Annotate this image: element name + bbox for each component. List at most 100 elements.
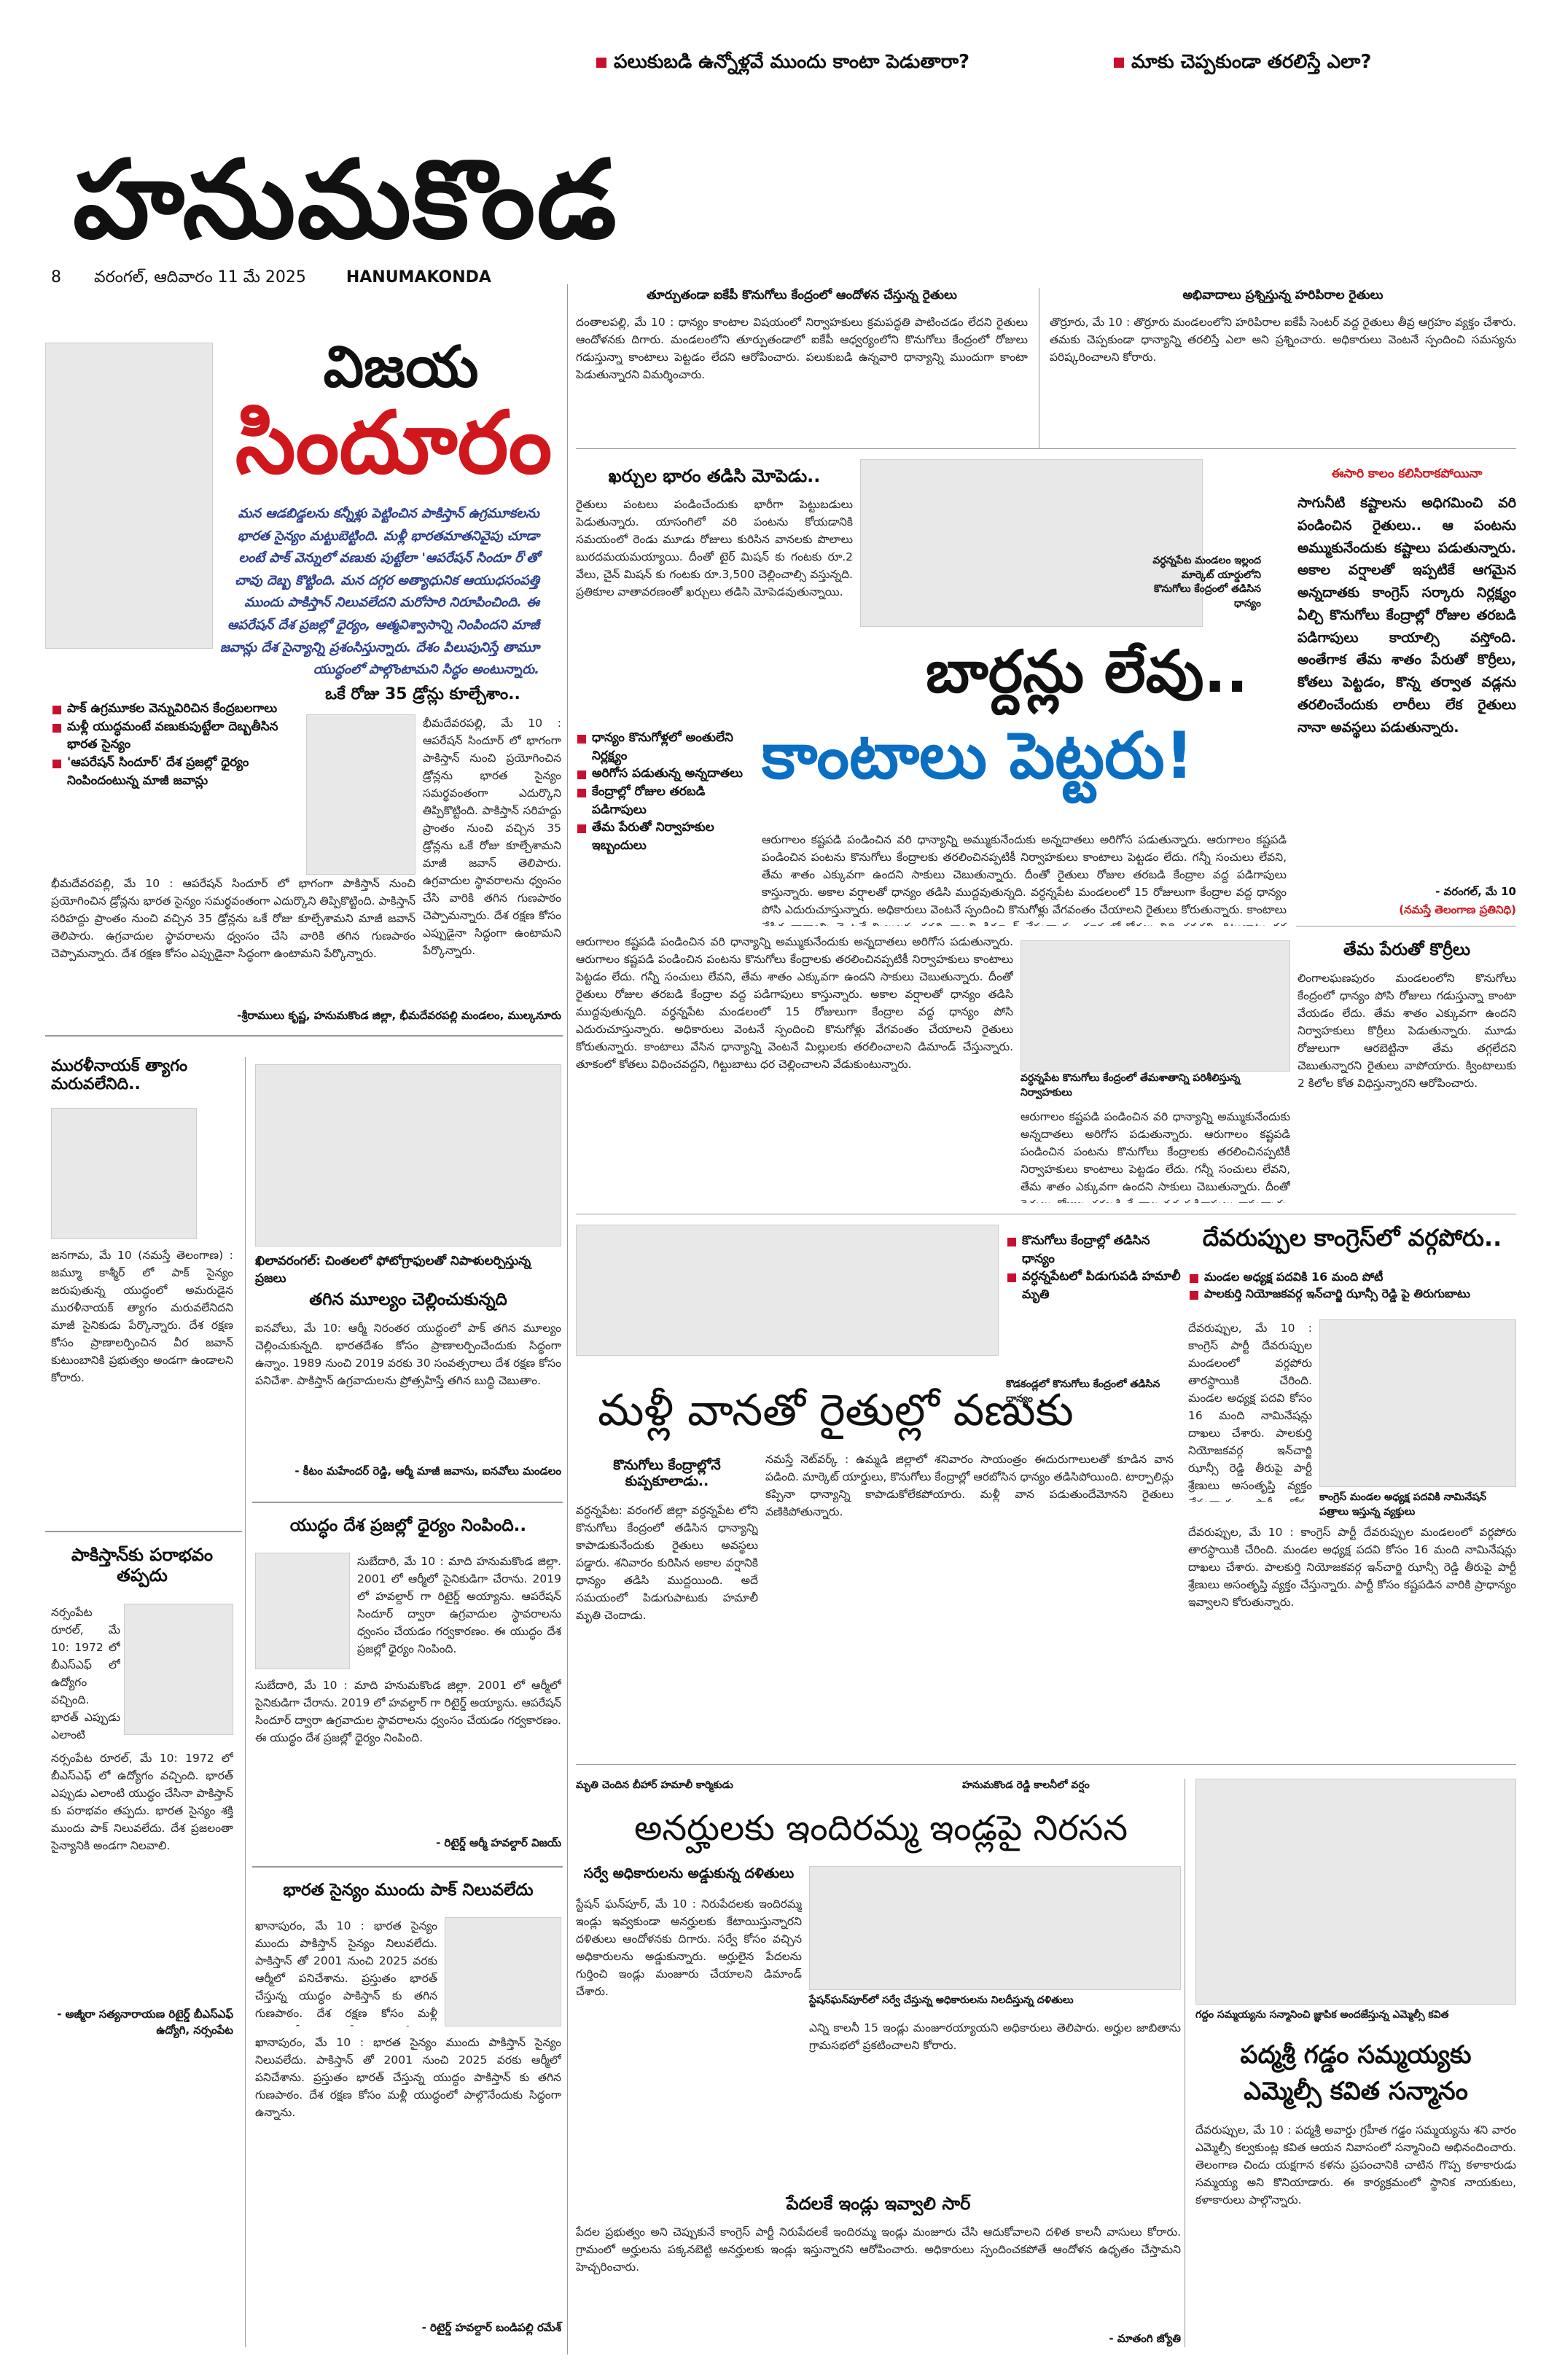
konugolu-bullet: కొనుగోలు కేంద్రాల్లో తడిసిన ధాన్యం xyxy=(1006,1232,1181,1268)
abhi-kicker: అభివాదాలు ప్రశ్నిస్తున్న హరిపిరాల రైతులు xyxy=(1182,288,1384,303)
teema-headline: తేమ పేరుతో కొర్రీలు xyxy=(1343,940,1471,959)
devarup-bullets: మండల అధ్యక్ష పదవికి 16 మంది పోటీ పాలకుర్… xyxy=(1188,1268,1516,1302)
bardan-headline-1: బార్దన్లు లేవు.. xyxy=(926,638,1249,706)
devarup-bullet: పాలకుర్తి నియోజకవర్గ ఇన్‌చార్జి ఝాన్సీ ర… xyxy=(1188,1285,1516,1302)
masthead-title: హనుమకొండ xyxy=(73,137,618,262)
date: వరంగల్, ఆదివారం 11 మే 2025 xyxy=(94,268,306,286)
malli-body-2: నమస్తే నెట్‌వర్క్ : ఉమ్మడి జిల్లాలో శనివ… xyxy=(765,1453,1174,1519)
bardan-bullet: అరిగోస పడుతున్న అన్నదాతలు xyxy=(576,765,751,783)
bharata-credit: - రిటైర్డ్ హవల్దార్ బండిపల్లి రమేశ్ xyxy=(421,2321,561,2334)
bardan-body: ఆరుగాలం కష్టపడి పండించిన వరి ధాన్యాన్ని … xyxy=(576,935,1013,1072)
bardan-bullets: ధాన్యం కొనుగోళ్లలో అంతులేని నిర్లక్ష్యం … xyxy=(576,729,751,854)
tagina-body: ఐనవోలు, మే 10: ఆర్మీ నిరంతర యుద్ధంలో పాక… xyxy=(255,1322,561,1388)
pakistan-credit: - అజ్మీరా సత్యనారాయణ రిటైర్డ్ బీఎస్ఎఫ్ ఉ… xyxy=(57,2008,233,2037)
bharata-headline: భారత సైన్యం ముందు పాక్ నిలువలేదు xyxy=(283,1881,534,1900)
tagina-credit: - కీటం మహేందర్ రెడ్డి, ఆర్మీ మాజీ జవాను,… xyxy=(294,1464,561,1478)
anarhulu-credit: - మాతంగి జ్యోతి xyxy=(1109,2332,1181,2345)
vijaya-title-1: విజయ xyxy=(323,335,479,400)
jawan-photo-2 xyxy=(51,1108,197,1239)
anarhulu-kicker-1: మృతి చెందిన బీహార్ హమాలీ కార్మికుడు xyxy=(576,1779,733,1791)
red-col-kicker: ఈసారి కాలం కలిసిరాకపోయినా xyxy=(1331,467,1483,481)
murali-headline: మురళీనాయక్ త్యాగం మరువలేనిది.. xyxy=(51,1057,188,1094)
anarhulu-body-3: పేదల ప్రభుత్వం అని చెప్పుకునే కాంగ్రెస్ … xyxy=(576,2225,1181,2274)
bardan-body-top: ఆరుగాలం కష్టపడి పండించిన వరి ధాన్యాన్ని … xyxy=(762,833,1287,926)
anarhulu-kicker-2: హనుమకొండ రెడ్డి కాలనీలో వర్షం xyxy=(962,1779,1090,1791)
drones-headline: ఒకే రోజు 35 డ్రోన్లు కూల్చేశాం.. xyxy=(325,685,520,703)
tribute-photo xyxy=(255,1064,561,1246)
bullet-square-icon xyxy=(596,57,606,68)
bardan-bullet: ధాన్యం కొనుగోళ్లలో అంతులేని నిర్లక్ష్యం xyxy=(576,729,751,765)
anarhulu-body: స్టేషన్ ఘన్‌పూర్, మే 10 : నిరుపేదలకు ఇంద… xyxy=(576,1897,802,1999)
yuddham-body: సుబేదారి, మే 10 : మాది హనుమకొండ జిల్లా. … xyxy=(255,1679,561,1745)
jawan-photo-4 xyxy=(255,1553,350,1669)
soldier-photo xyxy=(45,343,213,649)
murali-body: జనగామ, మే 10 (నమస్తే తెలంగాణ) : జమ్మూ కా… xyxy=(51,1249,233,1385)
malli-headline: మళ్లీ వానతో రైతుల్లో వణుకు xyxy=(598,1385,1074,1436)
red-col-body: సాగునీటి కష్టాలను అధిగమించి వరి పండించిన… xyxy=(1298,495,1516,736)
yuddham-headline: యుద్ధం దేశ ప్రజల్లో ధైర్యం నింపింది.. xyxy=(289,1516,527,1535)
drones-body-2: భీమదేవరపల్లి, మే 10 : ఆపరేషన్ సిందూర్ లో… xyxy=(51,877,415,961)
konugolu-bullet: వర్ధన్నపేటలో పిడుగుపడి హమాలీ మృతి xyxy=(1006,1268,1181,1303)
tagina-kicker: ఖిలావరంగల్: చింతలలో ఫోటోగ్రాఫులతో నిపాళు… xyxy=(255,1254,531,1286)
anarhulu-sub-2: పేదలకే ఇండ్లు ఇవ్వాలి సార్ xyxy=(786,2193,971,2214)
bardan-photo-caption: వర్ధన్నపేట మండలం ఇల్లంద మార్కెట్ యార్డుల… xyxy=(1152,555,1261,609)
drones-bullet: పాక్ ఉగ్రమూకల వెన్నువిరిచిన కేంద్రబలగాలు xyxy=(51,700,299,718)
edition: HANUMAKONDA xyxy=(346,268,491,286)
tur-body: దంతాలపల్లి, మే 10 : ధాన్యం కాంటాల విషయంల… xyxy=(576,316,1028,382)
malli-sub: కొనుగోలు కేంద్రాల్లోనే కుప్పకూలాడు.. xyxy=(613,1457,721,1489)
bardan-bullet: కేంద్రాల్లో రోజుల తరబడి పడిగాపులు xyxy=(576,783,751,819)
red-col-credit: - వరంగల్, మే 10 xyxy=(1435,885,1516,898)
drones-body: భీమదేవరపల్లి, మే 10 : ఆపరేషన్ సిందూర్ లో… xyxy=(423,717,561,958)
wet-grain-photo xyxy=(576,1225,999,1356)
teema-body: లింగాలఘణపురం మండలంలోని కొనుగోలు కేంద్రంల… xyxy=(1298,972,1516,1090)
dateline: 8 వరంగల్, ఆదివారం 11 మే 2025 HANUMAKONDA xyxy=(51,268,491,290)
devarup-bullet: మండల అధ్యక్ష పదవికి 16 మంది పోటీ xyxy=(1188,1268,1516,1285)
drones-bullet: 'ఆపరేషన్ సిందూర్' దేశ ప్రజల్లో ధైర్యం ని… xyxy=(51,754,299,789)
market-yard-photo xyxy=(860,459,1203,627)
jawan-photo-1 xyxy=(306,714,415,875)
padmasri-body: దేవరుప్పుల, మే 10 : పద్మశ్రీ అవార్డు గ్ర… xyxy=(1195,2123,1516,2207)
jawan-photo-3 xyxy=(124,1604,233,1735)
tagina-headline: తగిన మూల్యం చెల్లించుకున్నది xyxy=(309,1290,507,1309)
anarhulu-sub: సర్వే అధికారులను అడ్డుకున్న దళితులు xyxy=(583,1865,795,1881)
bullet-square-icon xyxy=(1114,57,1124,68)
moisture-check-photo xyxy=(1021,940,1290,1072)
padmasri-headline-2: ఎమ్మెల్సీ కవిత సన్మానం xyxy=(1244,2077,1468,2106)
devarup-body: దేవరుప్పుల, మే 10 : కాంగ్రెస్ పార్టీ దేవ… xyxy=(1188,1526,1516,1610)
kharchu-body: రైతులు పంటలు పండించేందుకు భారీగా పెట్టుబ… xyxy=(576,498,853,599)
devarup-photo-caption: కాంగ్రెస్ మండల అధ్యక్ష పదవికి నామినేషన్ … xyxy=(1319,1491,1487,1518)
devarup-headline: దేవరుప్పుల కాంగ్రెస్‌లో వర్గపోరు.. xyxy=(1202,1224,1502,1252)
padmasri-kicker: గద్దం సమ్మయ్యను సన్మానించి జ్ఞాపిక అందజే… xyxy=(1195,2009,1449,2021)
teaser-1: పలుకుబడి ఉన్నోళ్లవే ముందు కాంటా పెడుతారా… xyxy=(596,51,969,77)
yuddham-body-top: సుబేదారి, మే 10 : మాది హనుమకొండ జిల్లా. … xyxy=(357,1555,561,1656)
teaser-2: మాకు చెప్పకుండా తరలిస్తే ఎలా? xyxy=(1114,51,1371,77)
yuddham-credit: - రిటైర్డ్ ఆర్మీ హవల్దార్ విజయ్ xyxy=(436,1836,561,1849)
page-number: 8 xyxy=(51,268,61,286)
bharata-body-top: ఖానాపురం, మే 10 : భారత సైన్యం ముందు పాకి… xyxy=(255,1919,437,2026)
malli-body-1: వర్ధన్నపేట: వరంగల్ జిల్లా వర్ధన్నపేట లోన… xyxy=(576,1504,758,1623)
nomination-photo xyxy=(1319,1319,1516,1487)
pakistan-body-narrow: నర్సంపేట రూరల్, మే 10: 1972 లో బీఎస్ఎఫ్ … xyxy=(51,1606,120,1742)
kharchu-headline: ఖర్చుల భారం తడిసి మోపెడు.. xyxy=(608,466,821,486)
felicitation-photo xyxy=(1195,1779,1516,2005)
drones-bullet: మళ్లీ యుద్ధమంటే వణుకుపుట్టేలా దెబ్బతీసిన… xyxy=(51,718,299,754)
vijaya-intro: మన ఆడబిడ్డలను కన్నీళ్లు పెట్టించిన పాకిస… xyxy=(219,506,539,678)
red-col-credit-2: (నమస్తే తెలంగాణ ప్రతినిధి) xyxy=(1399,903,1516,916)
konugolu-caption: కొడకండ్లలో కొనుగోలు కేంద్రంలో తడిసిన ధాన… xyxy=(1006,1378,1160,1405)
padmasri-headline-1: పద్మశ్రీ గడ్డం సమ్మయ్యకు xyxy=(1240,2040,1472,2069)
pakistan-body: నర్సంపేట రూరల్, మే 10: 1972 లో బీఎస్ఎఫ్ … xyxy=(51,1752,233,1853)
konugolu-bullets: కొనుగోలు కేంద్రాల్లో తడిసిన ధాన్యం వర్ధన… xyxy=(1006,1232,1181,1304)
drones-credit: -శ్రీరాములు కృష్ణ, హనుమకొండ జిల్లా, భీమద… xyxy=(237,1009,561,1022)
anarhulu-photo-caption: స్టేషన్‌ఘన్‌పూర్‌లో సర్వే చేస్తున్న అధిక… xyxy=(809,1994,1074,2006)
jawan-photo-5 xyxy=(445,1917,561,2026)
tur-kicker: తూర్పుతండా ఐకేపీ కొనుగోలు కేంద్రంలో ఆందో… xyxy=(647,288,957,303)
vijaya-title-2: సిందూరం xyxy=(235,392,553,493)
abhi-body: తొర్రూరు, మే 10 : తొర్రూరు మండలంలోని హరి… xyxy=(1050,316,1516,364)
vardhanna-caption: వర్ధన్నపేట కొనుగోలు కేంద్రంలో తేమశాతాన్న… xyxy=(1021,1072,1241,1099)
devarup-body-left: దేవరుప్పుల, మే 10 : కాంగ్రెస్ పార్టీ దేవ… xyxy=(1188,1322,1312,1502)
bharata-body: ఖానాపురం, మే 10 : భారత సైన్యం ముందు పాకి… xyxy=(255,2036,561,2120)
pakistan-headline: పాకిస్తాన్‌కు పరాభవం తప్పదు xyxy=(71,1545,214,1585)
bardan-bullet: తేమ పేరుతో నిర్వాహకుల ఇబ్బందులు xyxy=(576,819,751,854)
tur-spacer xyxy=(576,306,1028,321)
bardan-headline-2: కాంటాలు పెట్టరు! xyxy=(762,718,1194,793)
